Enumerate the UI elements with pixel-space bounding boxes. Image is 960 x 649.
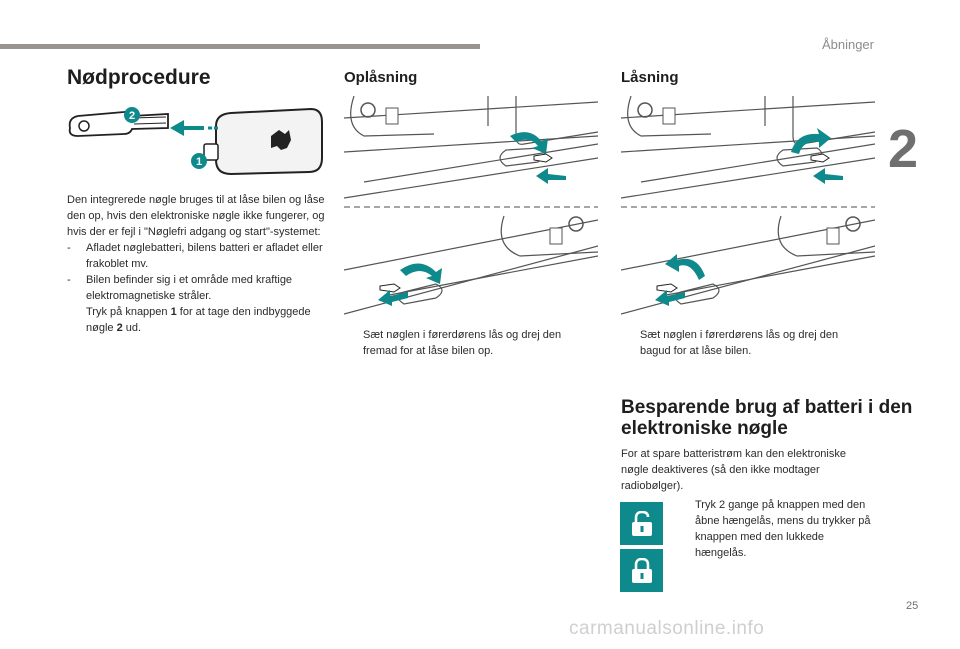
bullet-mark xyxy=(621,327,640,359)
lock-illustration xyxy=(621,96,875,318)
bullet-text: Afladet nøglebatteri, bilens batteri er … xyxy=(86,242,323,270)
instruction-text: Sæt nøglen i førerdørens lås og drej den… xyxy=(363,329,562,357)
battery-instruction: Tryk 2 gange på knappen med den åbne hæn… xyxy=(676,497,872,561)
chapter-title: Åbninger xyxy=(821,37,874,52)
bullet-mark: - xyxy=(67,242,71,254)
key-illustration: 2 1 xyxy=(66,98,328,184)
watermark: carmanualsonline.info xyxy=(569,618,765,639)
step-item: Tryk på knappen 1 for at tage den indbyg… xyxy=(67,304,325,336)
instruction-text: Tryk 2 gange på knappen med den åbne hæn… xyxy=(695,499,871,559)
instruction-text: Sæt nøglen i førerdørens lås og drej den… xyxy=(640,329,839,357)
chapter-number: 2 xyxy=(888,119,919,179)
callout-1: 1 xyxy=(196,156,202,168)
step-key-ref: 2 xyxy=(116,322,123,334)
header-bar xyxy=(0,44,480,49)
battery-title: Besparende brug af batteri i den elektro… xyxy=(621,397,913,439)
list-item: - Bilen befinder sig i et område med kra… xyxy=(67,272,325,304)
emergency-title: Nødprocedure xyxy=(67,66,211,89)
battery-intro: For at spare batteristrøm kan den elektr… xyxy=(621,448,846,492)
unlock-instruction: Sæt nøglen i førerdørens lås og drej den… xyxy=(344,327,594,359)
bullet-mark xyxy=(344,327,363,359)
emergency-intro: Den integrerede nøgle bruges til at låse… xyxy=(67,194,325,238)
emergency-text: Den integrerede nøgle bruges til at låse… xyxy=(67,192,325,336)
step-mark xyxy=(67,304,86,336)
step-button-ref: 1 xyxy=(170,306,177,318)
unlock-illustration xyxy=(344,96,598,318)
lock-instruction: Sæt nøglen i førerdørens lås og drej den… xyxy=(621,327,871,359)
callout-2: 2 xyxy=(129,110,135,122)
list-item: - Afladet nøglebatteri, bilens batteri e… xyxy=(67,240,325,272)
bullet-mark: - xyxy=(67,274,71,286)
step-text: Tryk på knappen 1 for at tage den indbyg… xyxy=(86,306,311,334)
open-padlock-icon xyxy=(620,502,663,545)
closed-padlock-icon xyxy=(620,549,663,592)
unlock-title: Oplåsning xyxy=(344,69,418,86)
bullet-mark xyxy=(676,497,695,561)
lock-title: Låsning xyxy=(621,69,679,86)
page-number: 25 xyxy=(906,600,919,612)
bullet-text: Bilen befinder sig i et område med kraft… xyxy=(86,274,293,302)
